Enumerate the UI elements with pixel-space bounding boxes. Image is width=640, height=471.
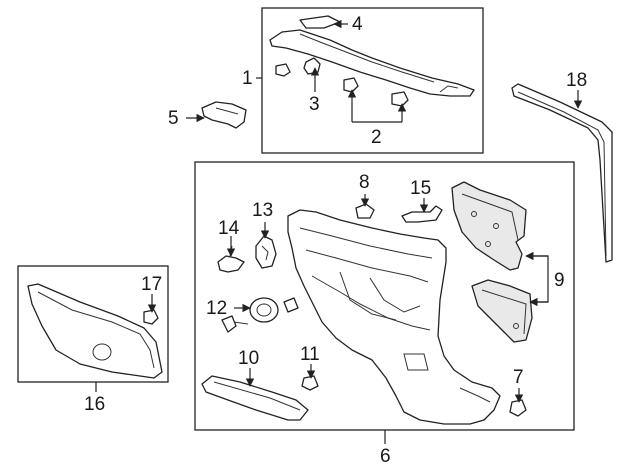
part-11-clip — [301, 375, 319, 391]
callout-7: 7 — [513, 367, 524, 388]
part-8-clip — [355, 203, 375, 219]
part-2-clip-a — [343, 77, 359, 93]
callout-13: 13 — [252, 200, 273, 221]
part-2-clip-b — [391, 91, 409, 107]
callout-8: 8 — [359, 172, 370, 193]
clip-square — [283, 297, 299, 313]
callout-16: 16 — [84, 394, 105, 415]
part-9-bracket-lower — [471, 279, 533, 343]
group-frame-top — [261, 7, 484, 154]
part-12-grommet — [249, 297, 279, 323]
callout-4: 4 — [352, 14, 363, 35]
group-frame-left — [17, 265, 169, 383]
part-7-clip — [509, 399, 527, 417]
callout-1: 1 — [242, 68, 253, 89]
part-9-bracket-upper — [451, 181, 527, 271]
part-13-clip — [255, 235, 277, 269]
callout-6: 6 — [380, 446, 391, 467]
part-1-upper-trim — [269, 29, 475, 97]
callout-18: 18 — [566, 70, 587, 91]
clip-left — [275, 63, 291, 77]
callout-9: 9 — [554, 270, 565, 291]
callout-3: 3 — [309, 94, 320, 115]
part-5-bracket — [201, 101, 247, 129]
part-16-trim-panel — [27, 283, 163, 379]
callout-5: 5 — [168, 108, 179, 129]
callout-17: 17 — [141, 274, 162, 295]
callout-10: 10 — [238, 348, 259, 369]
callout-12: 12 — [206, 298, 227, 319]
part-4-insert — [299, 15, 341, 29]
part-18-weatherstrip — [511, 83, 613, 263]
part-10-sill-plate — [201, 375, 309, 421]
bolt — [221, 315, 249, 333]
callout-11: 11 — [300, 344, 320, 365]
leader-9 — [530, 255, 549, 303]
part-15-bracket — [401, 205, 443, 223]
part-3-clip — [303, 57, 321, 75]
callout-2: 2 — [371, 127, 382, 148]
part-17-clip — [143, 309, 159, 325]
callout-14: 14 — [218, 218, 240, 239]
callout-15: 15 — [410, 178, 431, 199]
part-6-quarter-trim — [287, 209, 501, 425]
